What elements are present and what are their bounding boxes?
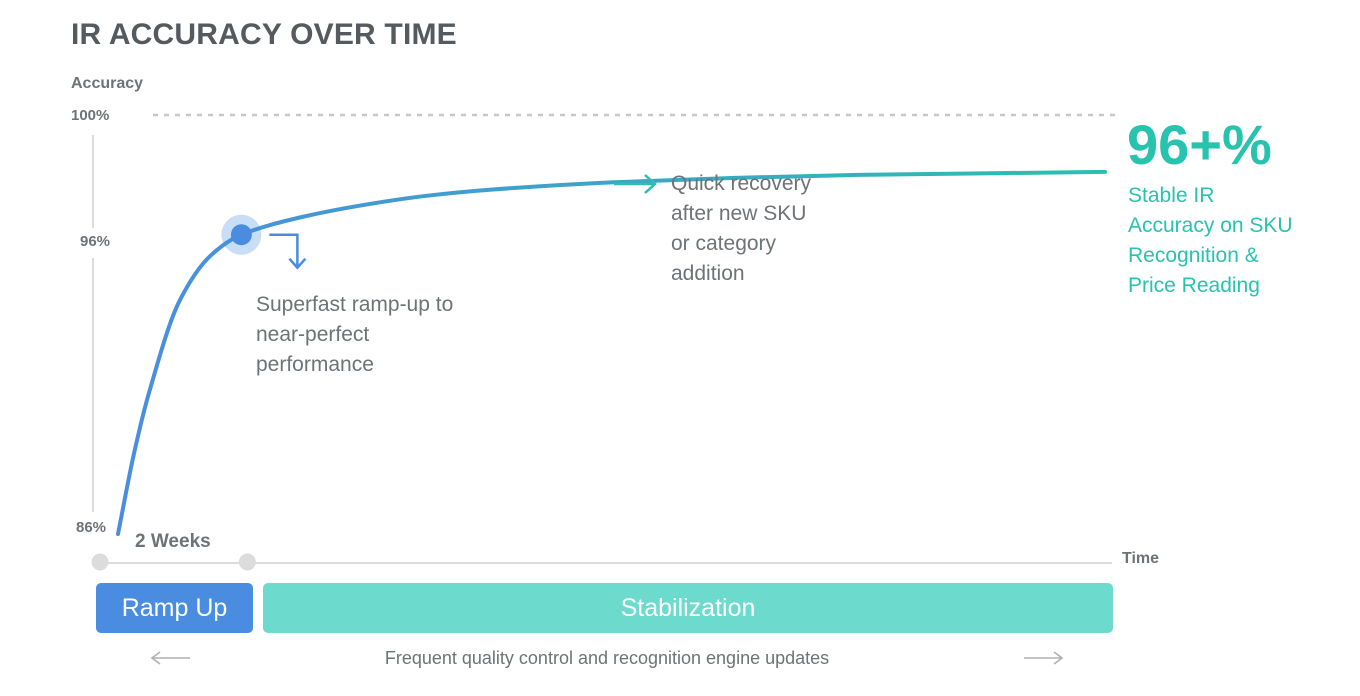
milestone-label: 2 Weeks xyxy=(135,531,211,552)
annotation-line: Recognition & xyxy=(1128,244,1259,267)
stable-annotation: Stable IR Accuracy on SKU Recognition & … xyxy=(1128,181,1293,301)
y-tick-label: 96% xyxy=(80,233,111,250)
phase-label: Ramp Up xyxy=(121,593,228,622)
y-tick-label: 100% xyxy=(71,107,110,124)
y-tick-label: 86% xyxy=(76,519,107,536)
arrow-right-head xyxy=(644,174,657,194)
arrow-down-icon xyxy=(269,233,299,267)
annotation-line: performance xyxy=(256,353,374,376)
phase-label: Stabilization xyxy=(620,593,756,622)
arrow-down-head xyxy=(288,257,307,270)
annotation-line: Superfast ramp-up to xyxy=(256,293,454,316)
stable-accuracy-value: 96+% xyxy=(1127,113,1272,176)
highlight-point xyxy=(230,224,252,246)
x-axis-title: Time xyxy=(1122,550,1160,567)
annotation-line: Price Reading xyxy=(1128,274,1260,297)
annotation-line: after new SKU xyxy=(671,202,807,225)
annotation-line: addition xyxy=(671,262,745,285)
annotation-line: Stable IR xyxy=(1128,184,1215,207)
annotation-line: Accuracy on SKU xyxy=(1128,214,1293,237)
annotation-line: Quick recovery xyxy=(671,172,812,195)
phase-stabilization: Stabilization xyxy=(263,583,1113,633)
milestone-marker xyxy=(238,553,256,571)
annotation-line: near-perfect xyxy=(256,323,370,346)
accuracy-curve xyxy=(116,169,1107,536)
y-axis-title: Accuracy xyxy=(71,75,144,92)
annotation-line: or category xyxy=(671,232,777,255)
phase-ramp-up: Ramp Up xyxy=(96,583,253,633)
footer-text: Frequent quality control and recognition… xyxy=(384,648,830,668)
rampup-annotation: Superfast ramp-up to near-perfect perfor… xyxy=(256,290,453,380)
recovery-annotation: Quick recovery after new SKU or category… xyxy=(671,169,811,289)
milestone-marker xyxy=(91,553,109,571)
chart-title: IR ACCURACY OVER TIME xyxy=(71,18,457,51)
